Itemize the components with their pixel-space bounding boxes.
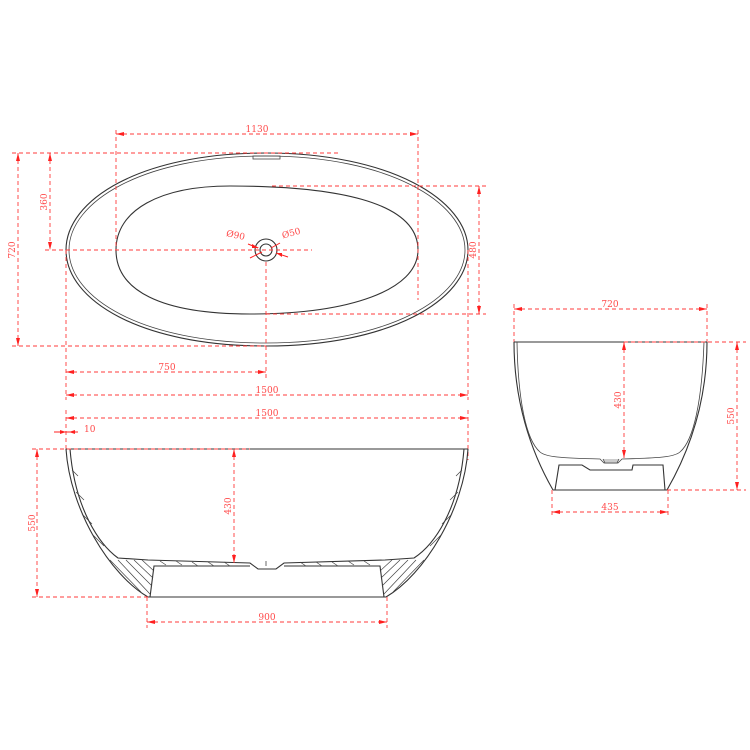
dim-drain-inner-diameter: Ø50 — [281, 226, 302, 242]
dim-top-width-1130: 1130 — [246, 125, 269, 135]
dim-rim-thickness-10: 10 — [84, 425, 96, 435]
dim-side-inner-depth-430: 430 — [224, 497, 234, 514]
top-view-inner-basin — [115, 185, 419, 315]
dim-side-length-1500: 1500 — [256, 409, 279, 419]
dim-end-base-435: 435 — [601, 503, 618, 513]
dim-end-width-720: 720 — [601, 300, 618, 310]
dim-top-inner-depth-480: 480 — [469, 241, 479, 258]
dim-drain-outer-diameter: Ø90 — [225, 228, 246, 243]
side-view-outer-shell — [65, 448, 469, 598]
dim-top-depth-720: 720 — [8, 241, 18, 258]
dim-drain-offset-750: 750 — [158, 363, 175, 373]
side-view-inner-shell — [69, 448, 465, 570]
side-view-base — [148, 565, 386, 598]
overflow-slot — [252, 155, 281, 160]
dim-end-inner-depth-430: 430 — [614, 391, 624, 408]
end-view-inner-shell — [516, 341, 705, 464]
dim-end-height-550: 550 — [727, 407, 737, 424]
side-view-hatching — [71, 469, 463, 595]
end-view: 720 550 430 435 — [513, 300, 746, 518]
dim-side-height-550: 550 — [28, 514, 38, 531]
side-view: 1500 10 — [28, 409, 469, 628]
end-view-drain — [602, 458, 620, 464]
top-view-outer-rim-inner-line — [68, 155, 466, 344]
dim-side-base-900: 900 — [258, 613, 275, 623]
dim-top-half-depth-360: 360 — [40, 193, 50, 210]
end-view-outer-shell — [513, 341, 708, 491]
end-view-base — [553, 464, 667, 491]
dim-top-length-1500: 1500 — [256, 386, 279, 396]
top-view: 1130 720 360 480 Ø90 Ø50 750 — [8, 125, 486, 400]
